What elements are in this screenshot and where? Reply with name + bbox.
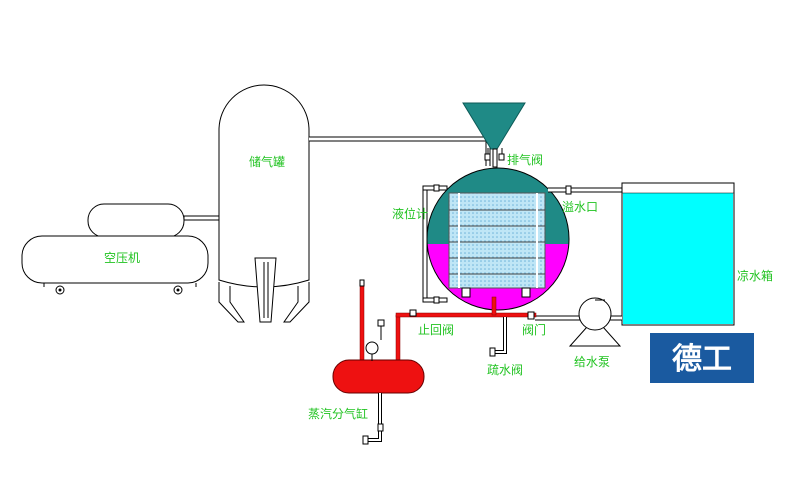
label-overflow-port: 溢水口	[562, 200, 598, 214]
compressor-base-tank	[21, 235, 209, 284]
exhaust-funnel	[462, 102, 526, 150]
label-feed-pump: 给水泵	[574, 355, 610, 369]
label-drain-valve: 疏水阀	[487, 362, 523, 377]
label-air-compressor: 空压机	[104, 251, 140, 265]
label-check-valve: 止回阀	[418, 323, 454, 337]
label-air-tank: 储气罐	[249, 154, 285, 169]
steam-header	[332, 341, 425, 445]
pipe-tank-to-vessel	[309, 136, 491, 166]
air-compressor	[21, 203, 209, 295]
feed-pump	[535, 297, 622, 347]
exhaust-valve-icon	[484, 148, 505, 161]
pipe-compressor-to-tank	[183, 215, 221, 221]
label-exhaust-valve: 排气阀	[507, 152, 543, 167]
drain-valve-icon	[489, 317, 507, 357]
cooling-water-tank	[621, 182, 735, 326]
check-valve-icon	[377, 309, 417, 340]
label-steam-header: 蒸汽分气缸	[308, 406, 368, 421]
company-logo: 德工	[650, 333, 754, 383]
internal-rack	[448, 192, 546, 289]
air-storage-tank	[218, 84, 310, 323]
logo-text: 德工	[672, 342, 732, 377]
label-valve: 阀门	[522, 322, 546, 337]
level-gauge	[422, 184, 448, 304]
valve-icon	[527, 311, 535, 320]
label-level-gauge: 液位计	[392, 206, 428, 221]
label-cooling-tank: 凉水箱	[737, 268, 773, 283]
compressor-top-cylinder	[87, 203, 185, 238]
